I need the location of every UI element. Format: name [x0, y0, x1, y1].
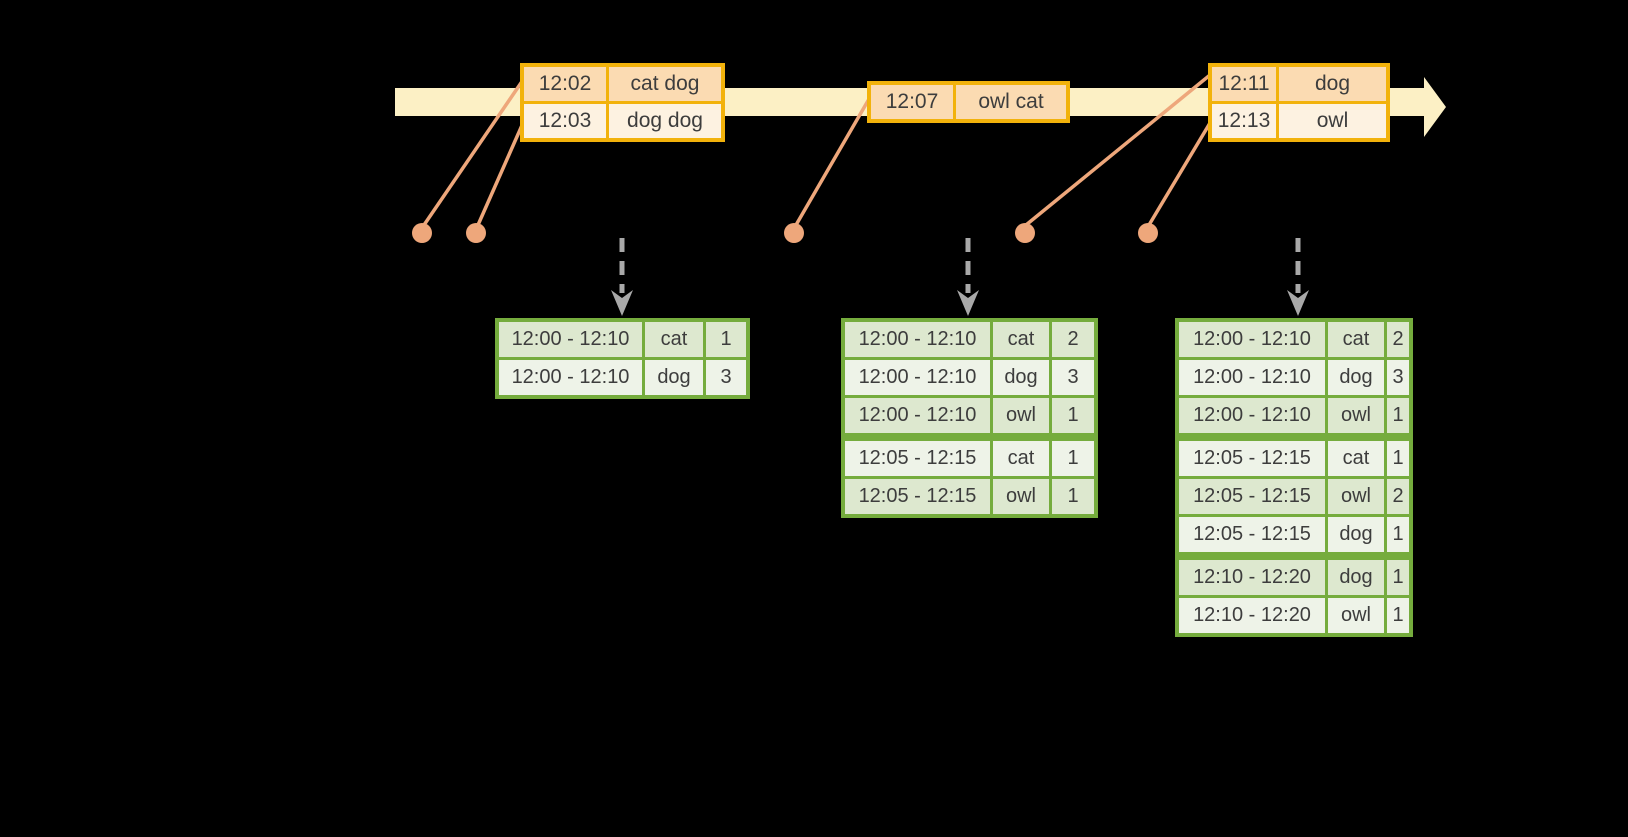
window-cell: 12:05 - 12:15	[845, 479, 990, 514]
timeline-arrowhead-icon	[1424, 77, 1446, 137]
trigger-arrowhead-icon	[957, 290, 979, 316]
window-cell: 12:00 - 12:10	[845, 322, 990, 357]
word-cell: dog	[645, 360, 703, 395]
window-cell: 12:05 - 12:15	[845, 441, 990, 476]
event-words-cell: owl	[1279, 104, 1386, 138]
count-cell: 3	[706, 360, 746, 395]
word-cell: owl	[1328, 398, 1384, 433]
count-cell: 1	[1387, 441, 1409, 476]
count-cell: 1	[1387, 517, 1409, 552]
connector-line	[422, 79, 525, 226]
connector-line	[476, 122, 525, 226]
count-cell: 3	[1387, 360, 1409, 395]
trigger-arrowhead-icon	[611, 290, 633, 316]
connector-line	[1024, 73, 1212, 227]
event-dot	[1138, 223, 1158, 243]
window-cell: 12:00 - 12:10	[845, 360, 990, 395]
word-cell: cat	[645, 322, 703, 357]
window-cell: 12:10 - 12:20	[1179, 560, 1325, 595]
event-time-cell: 12:07	[871, 85, 953, 119]
event-words-cell: dog	[1279, 67, 1386, 101]
event-words-cell: cat dog	[609, 67, 721, 101]
count-cell: 1	[706, 322, 746, 357]
event-time-cell: 12:13	[1212, 104, 1276, 138]
word-cell: dog	[1328, 360, 1384, 395]
window-cell: 12:00 - 12:10	[1179, 360, 1325, 395]
connector-line	[794, 98, 871, 226]
count-cell: 1	[1052, 398, 1094, 433]
word-cell: cat	[993, 322, 1049, 357]
event-dot	[784, 223, 804, 243]
window-cell: 12:00 - 12:10	[499, 360, 642, 395]
window-cell: 12:10 - 12:20	[1179, 598, 1325, 633]
window-cell: 12:05 - 12:15	[1179, 441, 1325, 476]
event-words-cell: dog dog	[609, 104, 721, 138]
trigger-arrowhead-icon	[1287, 290, 1309, 316]
window-cell: 12:00 - 12:10	[499, 322, 642, 357]
event-time-cell: 12:11	[1212, 67, 1276, 101]
event-time-cell: 12:02	[524, 67, 606, 101]
count-cell: 3	[1052, 360, 1094, 395]
word-cell: owl	[993, 398, 1049, 433]
word-cell: dog	[1328, 517, 1384, 552]
word-cell: dog	[1328, 560, 1384, 595]
word-cell: cat	[993, 441, 1049, 476]
event-words-cell: owl cat	[956, 85, 1066, 119]
window-cell: 12:05 - 12:15	[1179, 479, 1325, 514]
count-cell: 1	[1387, 560, 1409, 595]
window-cell: 12:00 - 12:10	[845, 398, 990, 433]
trigger-arrows	[611, 238, 1309, 316]
event-dot	[466, 223, 486, 243]
count-cell: 1	[1387, 598, 1409, 633]
word-cell: dog	[993, 360, 1049, 395]
window-cell: 12:00 - 12:10	[1179, 322, 1325, 357]
count-cell: 1	[1052, 441, 1094, 476]
count-cell: 1	[1387, 398, 1409, 433]
word-cell: owl	[993, 479, 1049, 514]
word-cell: cat	[1328, 441, 1384, 476]
event-dots	[412, 223, 1158, 243]
window-cell: 12:05 - 12:15	[1179, 517, 1325, 552]
count-cell: 2	[1387, 322, 1409, 357]
count-cell: 1	[1052, 479, 1094, 514]
event-dot	[412, 223, 432, 243]
event-time-cell: 12:03	[524, 104, 606, 138]
event-dot	[1015, 223, 1035, 243]
count-cell: 2	[1387, 479, 1409, 514]
connector-line	[1147, 122, 1212, 226]
window-cell: 12:00 - 12:10	[1179, 398, 1325, 433]
word-cell: owl	[1328, 479, 1384, 514]
event-connector-lines	[422, 73, 1212, 227]
word-cell: cat	[1328, 322, 1384, 357]
word-cell: owl	[1328, 598, 1384, 633]
count-cell: 2	[1052, 322, 1094, 357]
